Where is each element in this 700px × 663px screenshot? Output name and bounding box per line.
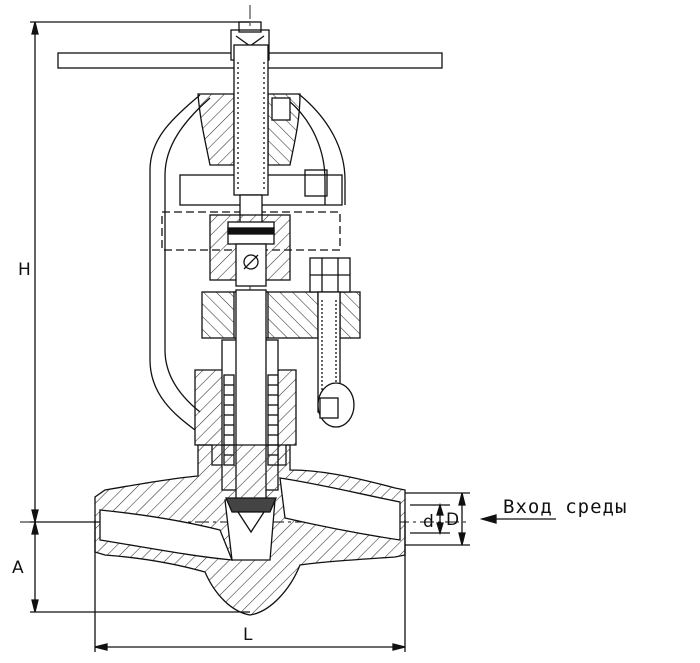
dim-label-a: A <box>12 558 24 578</box>
stem-coupling <box>209 214 291 287</box>
dimension-h <box>30 21 250 612</box>
inlet-label: Вход среды <box>503 496 628 518</box>
dim-label-d: d <box>423 512 434 532</box>
eye-bolt <box>309 257 355 428</box>
bonnet <box>194 289 297 501</box>
stem <box>233 44 269 224</box>
dim-label-h: H <box>18 260 31 280</box>
dim-label-D: D <box>446 510 460 530</box>
valve-body <box>94 444 406 616</box>
dimension-d-D <box>405 492 470 546</box>
yoke-nut <box>197 93 301 166</box>
dim-label-l: L <box>243 625 253 645</box>
inlet-arrow <box>479 514 556 524</box>
